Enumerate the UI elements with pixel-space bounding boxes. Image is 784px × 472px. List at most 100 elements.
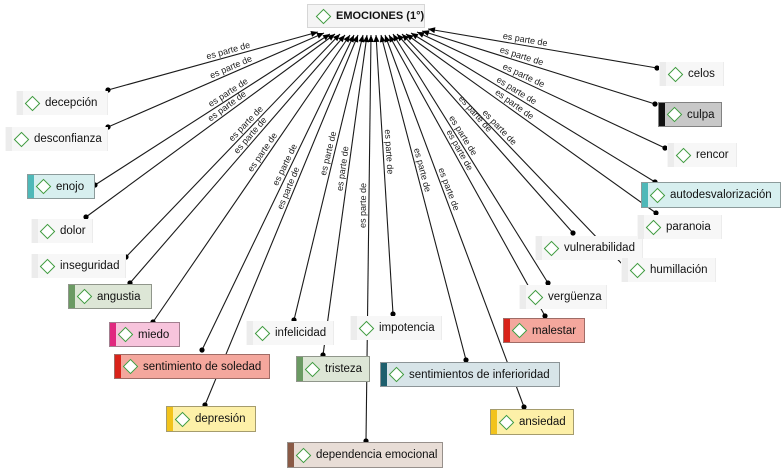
edge-sentimiento-de-soledad (201, 34, 355, 351)
diamond-icon (498, 414, 515, 430)
color-accent (115, 355, 121, 378)
node-infelicidad[interactable]: infelicidad (246, 321, 334, 345)
diamond-icon (304, 361, 321, 377)
diamond-icon (254, 325, 271, 341)
arrow-head-icon (348, 35, 354, 43)
diamond-icon (39, 223, 56, 239)
node-label: inseguridad (60, 260, 120, 272)
node-tristeza[interactable]: tristeza (296, 356, 370, 382)
diamond-icon (76, 288, 93, 305)
node-label: dependencia emocional (316, 449, 438, 461)
diamond-icon (358, 320, 375, 336)
node-label: vulnerabilidad (564, 242, 635, 254)
node-paranoia[interactable]: paranoia (637, 215, 722, 239)
arrow-head-icon (393, 34, 400, 42)
edge-infelicidad (293, 34, 364, 321)
edge-tristeza (322, 34, 368, 356)
arrow-head-icon (373, 35, 380, 43)
arrow-head-icon (343, 35, 350, 43)
node-desconfianza[interactable]: desconfianza (5, 127, 108, 151)
node-label: celos (688, 68, 715, 80)
edge-impotencia (375, 34, 394, 315)
node-enojo[interactable]: enojo (27, 174, 95, 199)
arrow-head-icon (417, 32, 425, 38)
edge-decepcion (107, 31, 319, 91)
edge-enojo (94, 33, 331, 186)
arrow-head-icon (389, 35, 396, 43)
node-angustia[interactable]: angustia (68, 284, 152, 309)
color-accent (167, 407, 173, 431)
arrow-head-icon (332, 34, 340, 42)
node-emociones[interactable]: EMOCIONES (1°) (307, 4, 425, 28)
node-vulnerabilidad[interactable]: vulnerabilidad (535, 236, 643, 260)
edge-start-dot-sentimiento-de-soledad (199, 347, 205, 353)
node-sentimiento-de-soledad[interactable]: sentimiento de soledad (114, 354, 270, 379)
node-ansiedad[interactable]: ansiedad (490, 409, 574, 435)
node-autodesvalorizacion[interactable]: autodesvalorización (641, 182, 781, 208)
diamond-icon (35, 178, 52, 195)
node-celos[interactable]: celos (659, 62, 724, 86)
node-decepcion[interactable]: decepción (16, 91, 108, 115)
edge-start-dot-celos (654, 65, 660, 71)
edge-miedo (152, 34, 351, 323)
node-impotencia[interactable]: impotencia (350, 316, 442, 340)
edge-start-dot-impotencia (390, 311, 396, 317)
diamond-icon (24, 95, 41, 111)
edge-start-dot-malestar (542, 313, 548, 319)
edge-start-dot-paranoia (653, 210, 659, 216)
diamond-icon (666, 106, 683, 123)
diamond-icon (511, 322, 528, 339)
node-label: impotencia (379, 322, 435, 334)
node-label: depresión (195, 413, 246, 425)
arrow-head-icon (363, 35, 370, 43)
diamond-icon (645, 219, 662, 235)
node-miedo[interactable]: miedo (109, 322, 180, 347)
arrow-head-icon (406, 34, 414, 41)
edge-label-dependencia-emocional: es parte de (358, 183, 369, 228)
color-accent (491, 410, 497, 434)
edge-sentimientos-de-inferioridad (380, 34, 467, 361)
diamond-icon (675, 147, 692, 163)
edge-humillacion (401, 33, 625, 267)
diamond-icon (13, 131, 30, 147)
edge-ansiedad (384, 34, 525, 408)
node-rencor[interactable]: rencor (667, 143, 737, 167)
color-accent (659, 103, 665, 126)
node-label: vergüenza (548, 291, 602, 303)
edge-culpa (421, 30, 656, 105)
arrow-head-icon (367, 35, 374, 43)
arrow-head-icon (402, 34, 410, 42)
node-label: enojo (56, 180, 85, 193)
edge-verguenza (392, 33, 549, 284)
node-label: sentimientos de inferioridad (409, 368, 550, 381)
edge-start-dot-dolor (83, 214, 89, 220)
arrow-head-icon (316, 33, 324, 39)
color-accent (110, 323, 116, 346)
node-dolor[interactable]: dolor (31, 219, 93, 243)
arrow-head-icon (322, 34, 330, 41)
node-inseguridad[interactable]: inseguridad (31, 254, 126, 278)
diamond-icon (39, 258, 56, 274)
edge-autodesvalorizacion (410, 32, 656, 183)
node-depresion[interactable]: depresión (166, 406, 256, 432)
node-humillacion[interactable]: humillación (621, 258, 716, 282)
node-label: malestar (532, 324, 577, 337)
node-dependencia-emocional[interactable]: dependencia emocional (287, 442, 443, 468)
edge-desconfianza (107, 32, 325, 128)
node-label: sentimiento de soledad (143, 360, 262, 373)
node-culpa[interactable]: culpa (658, 102, 722, 127)
node-malestar[interactable]: malestar (503, 318, 585, 343)
node-sentimientos-de-inferioridad[interactable]: sentimientos de inferioridad (380, 362, 560, 387)
diamond-icon (649, 187, 666, 203)
edge-start-dot-rencor (662, 145, 668, 151)
arrow-head-icon (352, 35, 359, 43)
node-label: dolor (60, 225, 86, 237)
edge-start-dot-verguenza (545, 280, 551, 286)
node-label: angustia (97, 290, 141, 303)
arrow-head-icon (428, 27, 436, 34)
color-accent (69, 285, 75, 308)
node-label: ansiedad (519, 416, 566, 428)
node-verguenza[interactable]: vergüenza (519, 285, 607, 309)
edge-angustia (129, 34, 346, 284)
